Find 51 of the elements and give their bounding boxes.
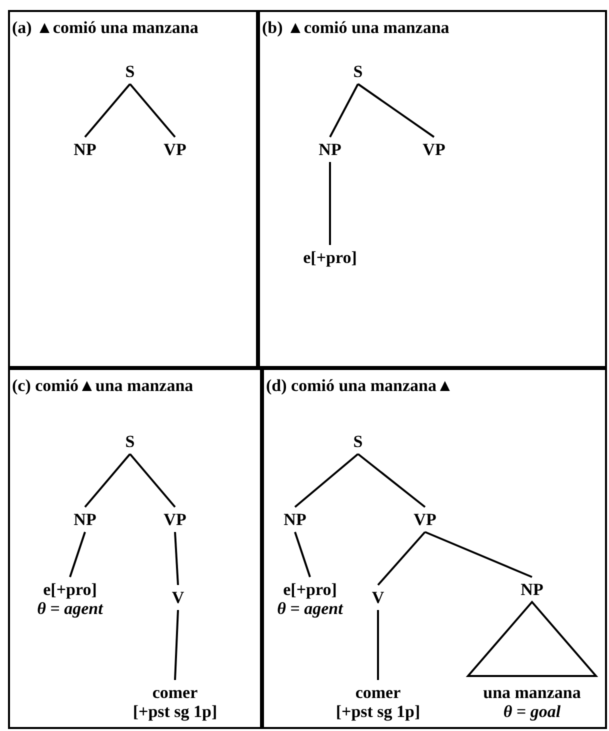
tree-branch — [174, 532, 179, 586]
panel-heading: (d) comió una manzana▲ — [266, 376, 454, 396]
tree-node-label: S — [125, 432, 135, 451]
tree-branch — [129, 453, 176, 508]
tree-node-label: e[+pro] — [303, 248, 357, 267]
node-text: θ = agent — [277, 599, 343, 618]
tree-node-label: NP — [74, 140, 96, 159]
node-text: comer — [354, 683, 402, 702]
tree-node-label: V — [372, 588, 384, 607]
node-text: e[+pro] — [42, 580, 98, 599]
tree-branch — [84, 453, 131, 508]
node-text: θ = agent — [37, 599, 103, 618]
tree-node-label: S — [125, 62, 135, 81]
tree-branch — [329, 84, 359, 138]
node-text: una manzana — [483, 683, 581, 702]
tree-branch — [129, 83, 176, 138]
tree-node-label: S — [353, 62, 363, 81]
tree-node-label: VP — [164, 140, 186, 159]
tree-branch — [357, 453, 426, 508]
tree-node-label: NP — [74, 510, 96, 529]
node-text: [+pst sg 1p] — [336, 702, 420, 721]
tree-branch — [294, 453, 359, 508]
panel-frame — [258, 10, 607, 368]
panel-frame — [8, 10, 258, 368]
panel-heading: (a) ▲comió una manzana — [12, 18, 198, 38]
tree-branch — [329, 162, 331, 245]
tree-branch — [377, 531, 426, 586]
tree-branch — [357, 83, 435, 138]
tree-node-label: V — [172, 588, 184, 607]
panel-frame — [262, 368, 607, 729]
tree-branch — [294, 532, 311, 578]
node-text: e[+pro] — [282, 580, 338, 599]
tree-branch — [174, 610, 179, 680]
tree-node-label: NP — [318, 140, 342, 159]
tree-node-label: VP — [422, 140, 446, 159]
panel-heading: (b) ▲comió una manzana — [262, 18, 450, 38]
tree-branch — [377, 610, 379, 680]
node-text: [+pst sg 1p] — [132, 702, 218, 721]
panel-frame — [8, 368, 262, 729]
tree-branch — [84, 83, 131, 138]
tree-node-label: VP — [414, 510, 436, 529]
roof-triangle — [466, 600, 598, 677]
tree-node-label: VP — [164, 510, 186, 529]
tree-node-label: NP — [520, 580, 544, 599]
tree-node-label: S — [353, 432, 363, 451]
node-text: θ = goal — [502, 702, 562, 721]
tree-node-label: NP — [284, 510, 306, 529]
tree-branch — [424, 531, 532, 578]
tree-branch — [69, 532, 86, 578]
node-text: comer — [151, 683, 199, 702]
panel-heading: (c) comió▲una manzana — [12, 376, 194, 396]
